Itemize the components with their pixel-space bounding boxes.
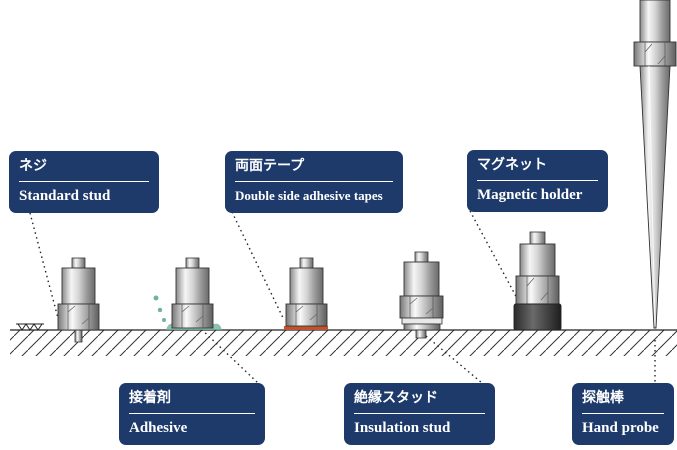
label-double-tape-jp: 両面テープ [235,151,393,182]
label-standard-stud-en: Standard stud [19,188,111,204]
hand-probe [633,0,677,329]
label-magnetic-holder-en: Magnetic holder [477,187,583,203]
ground-surface [10,323,677,356]
sensor-magnetic-holder [513,231,562,331]
leader-lines [29,210,656,384]
label-adhesive-jp: 接着剤 [129,383,255,414]
sensor-insulation-stud [399,251,444,339]
label-standard-stud-jp: ネジ [19,151,149,182]
label-insulation-stud-en: Insulation stud [354,420,451,436]
sensor-standard-stud [57,257,100,343]
label-adhesive-en: Adhesive [129,420,188,436]
label-insulation-stud-jp: 絶縁スタッド [354,383,485,414]
label-insulation-stud: 絶縁スタッド Insulation stud [344,383,495,445]
label-double-tape-en: Double side adhesive tapes [235,188,383,203]
label-hand-probe-en: Hand probe [582,420,659,436]
sensor-double-tape [284,257,328,330]
label-magnetic-holder: マグネット Magnetic holder [467,150,608,212]
sensor-adhesive [153,257,222,330]
label-double-tape: 両面テープ Double side adhesive tapes [225,151,403,213]
label-standard-stud: ネジ Standard stud [9,151,159,213]
label-hand-probe-jp: 探触棒 [582,383,664,414]
label-magnetic-holder-jp: マグネット [477,150,598,181]
label-hand-probe: 探触棒 Hand probe [572,383,674,445]
label-adhesive: 接着剤 Adhesive [119,383,265,445]
